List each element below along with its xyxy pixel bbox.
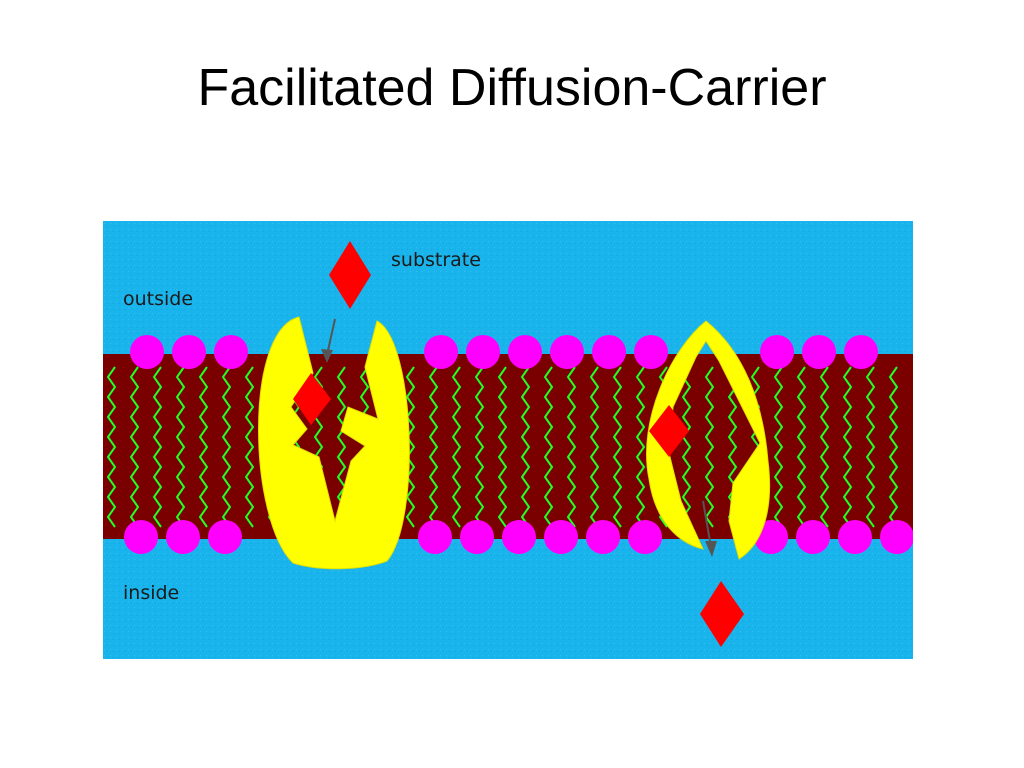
phospholipid-head: [586, 520, 620, 554]
phospholipid-head: [592, 335, 626, 369]
phospholipid-head: [460, 520, 494, 554]
phospholipid-head: [130, 335, 164, 369]
label-inside: inside: [123, 582, 179, 604]
phospholipid-head: [760, 335, 794, 369]
phospholipid-head: [166, 520, 200, 554]
phospholipid-head: [508, 335, 542, 369]
phospholipid-head: [544, 520, 578, 554]
membrane-diagram: substrate outside inside: [103, 221, 913, 659]
phospholipid-head: [880, 520, 913, 554]
phospholipid-head: [172, 335, 206, 369]
label-outside: outside: [123, 288, 193, 310]
phospholipid-head: [634, 335, 668, 369]
phospholipid-head: [628, 520, 662, 554]
phospholipid-head: [796, 520, 830, 554]
label-substrate: substrate: [391, 249, 481, 271]
phospholipid-head: [124, 520, 158, 554]
slide-title: Facilitated Diffusion-Carrier: [0, 58, 1024, 118]
phospholipid-head: [214, 335, 248, 369]
membrane-core: [103, 354, 913, 539]
phospholipid-head: [550, 335, 584, 369]
phospholipid-head: [424, 335, 458, 369]
phospholipid-head: [502, 520, 536, 554]
phospholipid-head: [844, 335, 878, 369]
phospholipid-head: [208, 520, 242, 554]
phospholipid-head: [838, 520, 872, 554]
phospholipid-head: [418, 520, 452, 554]
phospholipid-head: [802, 335, 836, 369]
phospholipid-head: [466, 335, 500, 369]
